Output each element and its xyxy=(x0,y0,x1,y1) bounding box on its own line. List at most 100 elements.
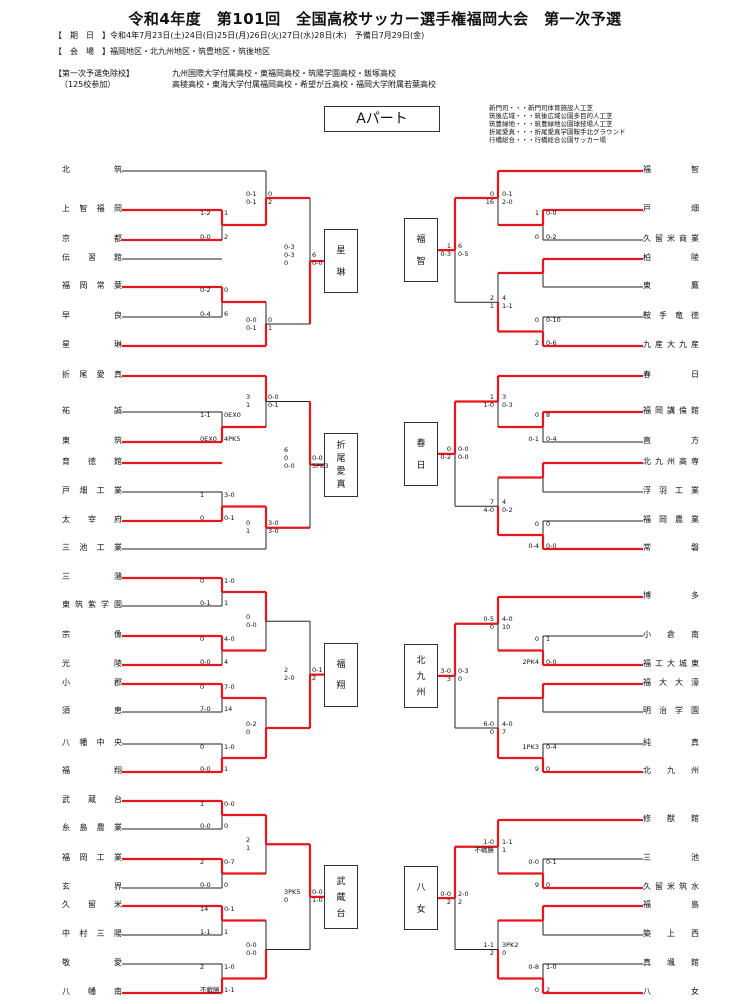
match-score: 0 xyxy=(224,821,229,830)
match-score: 0-0 xyxy=(200,880,211,889)
match-score: 3PK2 xyxy=(502,941,519,949)
match-score: 0-1 xyxy=(224,513,235,522)
match-score: 1 xyxy=(200,799,205,808)
left-team: 東筑 xyxy=(62,436,122,445)
match-score: 1 xyxy=(224,598,229,607)
left-team: 須恵 xyxy=(62,706,122,715)
match-score: 0-0 xyxy=(200,657,211,666)
match-score: 1PK3 xyxy=(522,742,539,751)
left-team: 星琳 xyxy=(62,340,122,349)
match-score: 不戦勝 xyxy=(200,985,220,994)
match-score: 0-4 xyxy=(200,309,211,318)
match-score: 3PK5 xyxy=(284,888,301,897)
match-score: 0-0 xyxy=(312,258,323,267)
match-score: 0 xyxy=(534,410,539,419)
match-score: 2 xyxy=(268,197,273,206)
left-team: 三潴 xyxy=(62,572,122,581)
match-score: 6 xyxy=(312,250,317,259)
left-team: 光陵 xyxy=(62,659,122,668)
match-score: 2 xyxy=(224,232,229,241)
match-score: 1-0 xyxy=(224,576,235,585)
match-score: 1-1 xyxy=(502,838,513,847)
match-score: 2PK4 xyxy=(522,657,539,666)
right-team: 常磐 xyxy=(643,543,699,552)
match-score: 3 xyxy=(502,393,507,401)
left-team: 伝習館 xyxy=(62,253,122,262)
match-score: 8 xyxy=(546,410,551,419)
exempt-label: 【第一次予選免除校】 xyxy=(54,69,134,78)
match-score: 0 xyxy=(534,232,539,241)
match-score: 0-0 xyxy=(440,889,451,898)
match-score: 0 xyxy=(546,880,551,889)
match-score: 2-0 xyxy=(284,674,295,683)
match-score: 1-1 xyxy=(483,941,494,949)
finalist-char: 智 xyxy=(416,256,426,267)
match-score: 0 xyxy=(534,634,539,643)
left-team: 育徳館 xyxy=(62,457,122,466)
match-score: 2 xyxy=(489,949,494,957)
match-score: 1 xyxy=(489,393,494,401)
exempt-count: （125校参加） xyxy=(60,80,116,89)
right-team: 修猷館 xyxy=(643,814,699,823)
right-team: 春日 xyxy=(643,370,699,379)
finalist-char: 折 xyxy=(336,441,346,452)
venue-legend-item: 筑豊緑地・・・筑豊緑地公園球技場人工芝 xyxy=(489,120,613,128)
finalist-char: 九 xyxy=(416,671,426,682)
match-score: 0-0 xyxy=(246,315,257,324)
match-score: 2 xyxy=(284,666,289,675)
finalist-char: 八 xyxy=(416,883,426,894)
match-score: 0 xyxy=(458,675,463,684)
match-score: 0 xyxy=(200,634,205,643)
match-score: 0-1 xyxy=(546,857,557,866)
match-score: 1 xyxy=(224,764,229,773)
match-score: 0-10 xyxy=(546,315,561,324)
match-score: 0 xyxy=(200,682,205,691)
left-team: 戸畑工業 xyxy=(62,486,122,495)
match-score: 0-1 xyxy=(224,904,235,913)
match-score: 9 xyxy=(534,764,539,773)
match-score: 16 xyxy=(485,197,494,206)
match-score: 0-0 xyxy=(268,393,279,401)
match-score: 6 xyxy=(224,309,229,318)
match-score: 0-2 xyxy=(440,453,451,462)
right-team: 福島 xyxy=(643,900,699,909)
match-score: 2 xyxy=(534,338,539,347)
match-score: 3-0 xyxy=(268,519,279,528)
match-score: 7-0 xyxy=(200,704,211,713)
match-score: 0 xyxy=(200,513,205,522)
right-team: 九産大九産 xyxy=(643,340,699,349)
finalist-char: 愛 xyxy=(336,467,346,478)
venue-label: 【 会 場 】 xyxy=(54,47,110,56)
match-score: 0-1 xyxy=(246,323,257,332)
match-score: 3 xyxy=(246,393,251,401)
finalist-char: 蔵 xyxy=(336,892,346,903)
match-score: 0-0 xyxy=(458,445,469,454)
left-team: 久留米 xyxy=(62,900,122,909)
right-team: 福岡講倫館 xyxy=(643,406,699,415)
right-team: 三池 xyxy=(643,853,699,862)
venue-legend-item: 行橋総合・・・行橋総合公園サッカー場 xyxy=(489,136,606,144)
match-score: 4-0 xyxy=(502,719,513,728)
finalist-box-left: 折尾愛真 xyxy=(324,432,358,497)
match-score: 0-3 xyxy=(458,667,469,676)
match-score: 2-0 xyxy=(502,197,513,206)
right-team: 小倉南 xyxy=(643,630,699,639)
match-score: 1-1 xyxy=(502,301,513,310)
match-score: 1-0 xyxy=(546,962,557,971)
match-score: 2 xyxy=(246,835,251,844)
right-team: 直方 xyxy=(643,436,699,445)
match-score: 2 xyxy=(200,962,205,971)
match-score: 4-0 xyxy=(502,615,513,624)
match-score: 0 xyxy=(502,949,507,957)
match-score: 0 xyxy=(546,764,551,773)
left-team: 東筑紫学園 xyxy=(62,600,122,609)
right-team: 純真 xyxy=(643,738,699,747)
finalist-char: 琳 xyxy=(336,267,346,278)
match-score: 0 xyxy=(489,189,494,198)
venue-legend-item: 新門司・・・新門司体育施設人工芝 xyxy=(489,104,593,112)
match-score: 10 xyxy=(502,623,511,632)
finalist-char: 尾 xyxy=(336,454,346,465)
match-score: 0-0 xyxy=(546,657,557,666)
match-score: 0 xyxy=(284,454,289,463)
right-team: 八女 xyxy=(643,987,699,996)
